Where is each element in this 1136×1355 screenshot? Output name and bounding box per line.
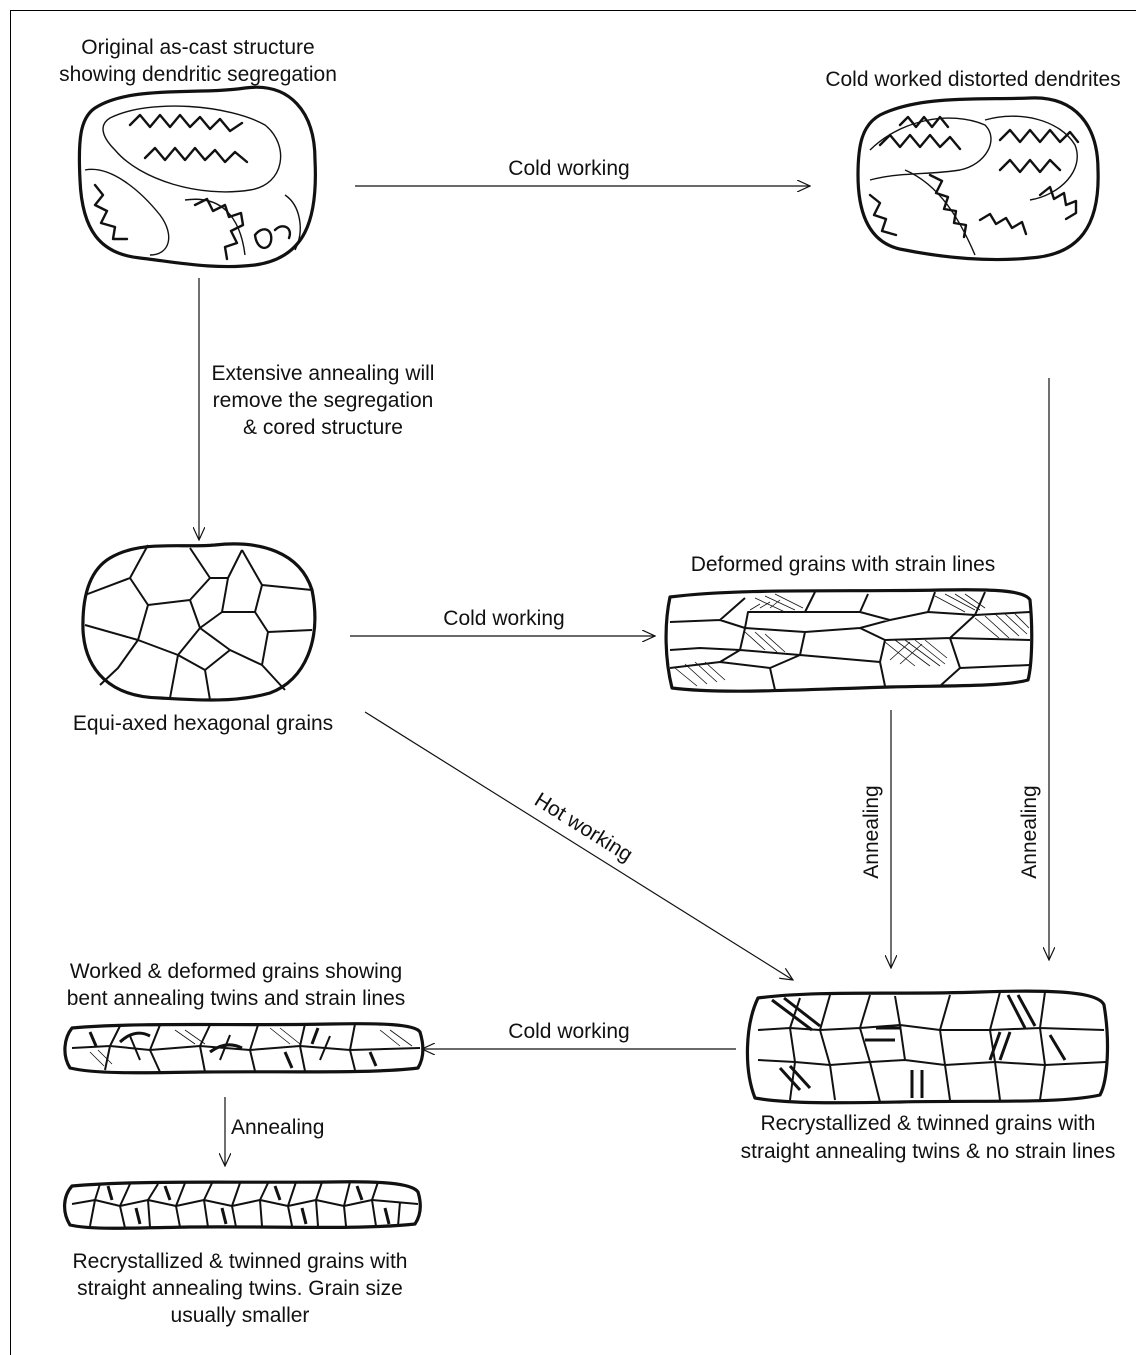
edge-label-line-3: & cored structure <box>243 416 403 439</box>
edge-label: Annealing <box>860 785 883 878</box>
edge-hot-working: Hot working <box>365 712 793 980</box>
worked-deformed-label: Worked & deformed grains showing bent an… <box>67 960 406 1010</box>
edge-cold-working-bottom: Cold working <box>422 1020 736 1049</box>
edge-label: Cold working <box>508 1020 629 1043</box>
recrystallized-small-label-line-2: straight annealing twins. Grain size <box>77 1277 403 1300</box>
recrystallized-twinned-label: Recrystallized & twinned grains with str… <box>741 1112 1116 1163</box>
edge-label: Hot working <box>530 788 636 866</box>
cold-worked-dendrites-image <box>858 98 1098 260</box>
edge-label-line-2: remove the segregation <box>213 389 434 412</box>
recrystallized-small-label-line-1: Recrystallized & twinned grains with <box>73 1250 408 1273</box>
recrystallized-small-label-line-3: usually smaller <box>171 1304 310 1327</box>
edge-label: Annealing <box>231 1116 324 1139</box>
worked-deformed-grains-image <box>65 1024 423 1073</box>
arrow-line <box>365 712 793 980</box>
equiaxed-grains-image <box>83 544 315 700</box>
edge-extensive-annealing: Extensive annealing will remove the segr… <box>199 278 434 540</box>
edge-label: Cold working <box>443 607 564 630</box>
edge-label-line-1: Extensive annealing will <box>212 362 435 385</box>
recrystallized-small-label: Recrystallized & twinned grains with str… <box>73 1250 408 1327</box>
as-cast-label-line-1: Original as-cast structure <box>81 36 314 59</box>
edge-annealing-bottom: Annealing <box>225 1097 324 1166</box>
as-cast-label: Original as-cast structure showing dendr… <box>59 36 337 86</box>
worked-deformed-label-line-1: Worked & deformed grains showing <box>70 960 402 983</box>
recrystallized-small-grains-image <box>65 1182 421 1228</box>
edge-cold-working-middle: Cold working <box>350 607 655 636</box>
deformed-grains-image <box>666 590 1032 691</box>
as-cast-structure-image <box>79 87 315 266</box>
cold-worked-dendrites-label: Cold worked distorted dendrites <box>825 68 1120 91</box>
edge-cold-working-top: Cold working <box>355 157 810 186</box>
edge-label: Cold working <box>508 157 629 180</box>
recrystallized-twinned-image <box>747 991 1107 1103</box>
edge-annealing-center: Annealing <box>860 710 891 968</box>
worked-deformed-label-line-2: bent annealing twins and strain lines <box>67 987 406 1010</box>
as-cast-label-line-2: showing dendritic segregation <box>59 63 337 86</box>
equiaxed-label: Equi-axed hexagonal grains <box>73 712 333 735</box>
edge-label: Annealing <box>1018 785 1041 878</box>
recrystallized-twinned-label-line-2: straight annealing twins & no strain lin… <box>741 1140 1116 1163</box>
recrystallized-twinned-label-line-1: Recrystallized & twinned grains with <box>761 1112 1096 1135</box>
deformed-grains-label: Deformed grains with strain lines <box>691 553 996 576</box>
